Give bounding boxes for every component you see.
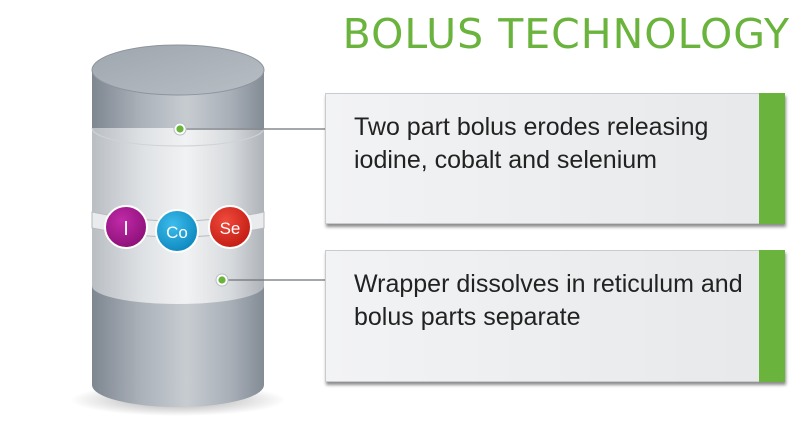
callout-wrapper: Wrapper dissolves in reticulum and bolus… xyxy=(325,250,785,382)
bolus-top xyxy=(92,45,264,95)
cobalt-bead: Co xyxy=(155,209,199,253)
marker-dot-2 xyxy=(215,273,229,287)
callout-accent-bar xyxy=(759,93,785,224)
callout-erosion: Two part bolus erodes releasing iodine, … xyxy=(325,93,785,224)
selenium-bead: Se xyxy=(208,205,252,249)
selenium-symbol: Se xyxy=(220,219,241,238)
marker-dot-1 xyxy=(173,122,187,136)
callout-text: Two part bolus erodes releasing iodine, … xyxy=(354,113,709,174)
iodine-symbol: I xyxy=(123,218,129,240)
iodine-bead: I xyxy=(104,205,148,249)
diagram-title: BOLUS TECHNOLOGY xyxy=(342,10,790,58)
callout-text: Wrapper dissolves in reticulum and bolus… xyxy=(354,270,743,331)
cobalt-symbol: Co xyxy=(166,223,188,242)
callout-accent-bar xyxy=(759,250,785,382)
